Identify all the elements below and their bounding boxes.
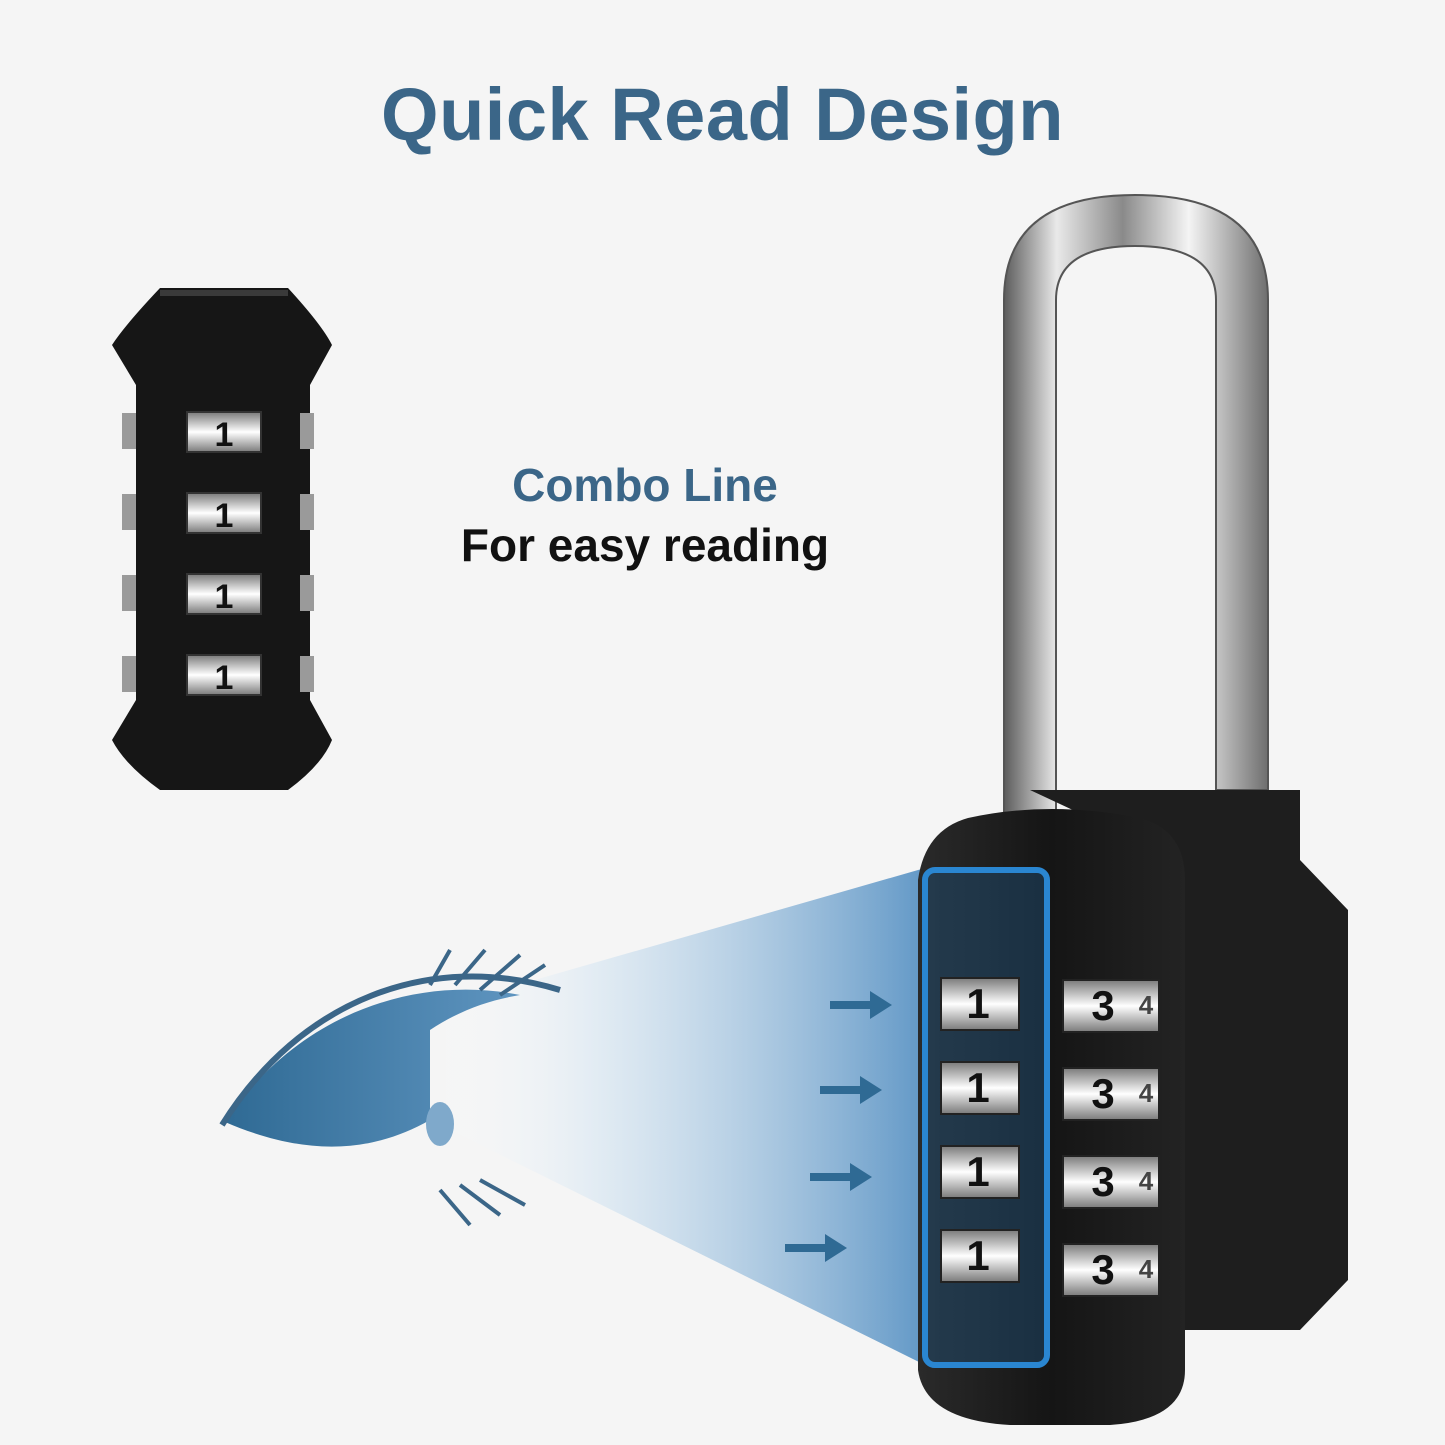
svg-text:4: 4 [1139,1166,1154,1196]
dial-row: 1 [122,411,314,454]
feature-title: Combo Line [512,459,778,511]
svg-text:3: 3 [1091,1158,1114,1205]
front-dial: 1 [940,1145,1020,1199]
arrow-icons [785,991,892,1262]
side-dial: 3 4 [1062,1155,1160,1209]
svg-text:4: 4 [1139,990,1154,1020]
svg-text:3: 3 [1091,982,1114,1029]
closeup-digit: 1 [215,497,234,535]
arrow-icon [820,1076,882,1104]
side-dial: 3 4 [1062,1243,1160,1297]
svg-text:4: 4 [1139,1078,1154,1108]
padlock: 1 1 1 1 3 4 3 4 3 4 [918,193,1348,1425]
svg-text:1: 1 [966,1232,989,1279]
dial-row: 1 [122,492,314,535]
svg-text:1: 1 [966,980,989,1027]
front-dial: 1 [940,1061,1020,1115]
side-dial: 3 4 [1062,1067,1160,1121]
front-dial: 1 [940,977,1020,1031]
arrow-icon [810,1163,872,1191]
closeup-digit: 1 [215,659,234,697]
padlock-shackle [1003,193,1269,836]
headline: Quick Read Design [381,73,1064,156]
svg-text:1: 1 [966,1148,989,1195]
side-dial: 3 4 [1062,979,1160,1033]
front-dial: 1 [940,1229,1020,1283]
combo-line-highlight [922,867,1050,1368]
eye-icon [219,948,561,1227]
closeup-digit: 1 [215,416,234,454]
dial-row: 1 [122,573,314,616]
arrow-icon [830,991,892,1019]
dial-closeup: 1 1 1 1 [112,288,332,790]
arrow-icon [785,1234,847,1262]
svg-text:3: 3 [1091,1246,1114,1293]
svg-text:3: 3 [1091,1070,1114,1117]
dial-row: 1 [122,654,314,697]
feature-subtitle: For easy reading [460,519,830,571]
svg-text:1: 1 [966,1064,989,1111]
svg-text:4: 4 [1139,1254,1154,1284]
closeup-digit: 1 [215,578,234,616]
view-beam [430,868,925,1365]
